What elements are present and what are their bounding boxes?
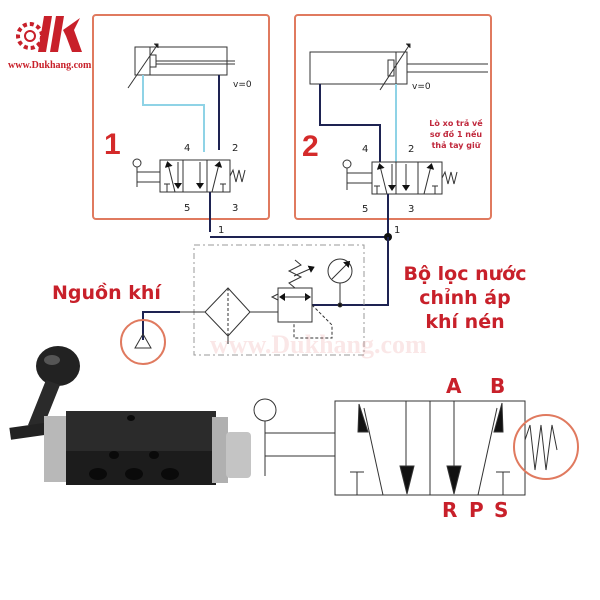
air-source-highlight bbox=[120, 319, 166, 365]
gear-logo-icon bbox=[16, 16, 82, 52]
pressure-gauge-icon bbox=[327, 258, 353, 308]
panel-2-port-5: 5 bbox=[362, 204, 369, 215]
panel-1-velocity: v=0 bbox=[233, 80, 252, 90]
line-dark-2 bbox=[319, 84, 381, 162]
panel-1-port-3: 3 bbox=[232, 203, 239, 214]
panel-1-port-1: 1 bbox=[218, 225, 225, 236]
port-label-A: A bbox=[446, 374, 462, 398]
panel-2-port-4: 4 bbox=[362, 144, 369, 155]
port-label-B: B bbox=[490, 374, 506, 398]
port-label-R: R bbox=[442, 498, 458, 522]
filter-symbol bbox=[180, 287, 278, 344]
panel-1-port-5: 5 bbox=[184, 203, 191, 214]
logo-website: www.Dukhang.com bbox=[8, 60, 92, 71]
frl-unit-box bbox=[193, 244, 365, 356]
watermark: www.Dukhang.com bbox=[210, 330, 427, 359]
panel-2-port-2: 2 bbox=[408, 144, 415, 155]
panel-2-port-1: 1 bbox=[394, 225, 401, 236]
line-light-1 bbox=[142, 75, 205, 152]
frl-label: Bộ lọc nước chỉnh áp khí nén bbox=[403, 263, 527, 333]
logo: www.Dukhang.com bbox=[8, 8, 91, 71]
valve-product-photo bbox=[9, 346, 251, 485]
panel-1-port-2: 2 bbox=[232, 143, 239, 154]
valve-1 bbox=[132, 158, 246, 193]
port-label-S: S bbox=[494, 498, 509, 522]
air-source-icon bbox=[134, 332, 152, 349]
regulator-symbol bbox=[270, 259, 333, 339]
air-source-label: Nguồn khí bbox=[52, 282, 161, 304]
spring-highlight bbox=[513, 414, 579, 480]
large-valve-symbol bbox=[253, 398, 558, 496]
valve-2 bbox=[342, 159, 458, 195]
panel-1-port-4: 4 bbox=[184, 143, 191, 154]
port-label-P: P bbox=[469, 498, 484, 522]
panel-2-number: 2 bbox=[302, 130, 319, 163]
panel-1-number: 1 bbox=[104, 128, 121, 161]
panel-2-spring-note: Lò xo trả về sơ đồ 1 nếu thả tay giữ bbox=[429, 119, 483, 150]
panel-2-port-3: 3 bbox=[408, 204, 415, 215]
cylinder-1 bbox=[127, 43, 235, 89]
panel-2-velocity: v=0 bbox=[412, 82, 431, 92]
cylinder-2 bbox=[309, 43, 488, 91]
